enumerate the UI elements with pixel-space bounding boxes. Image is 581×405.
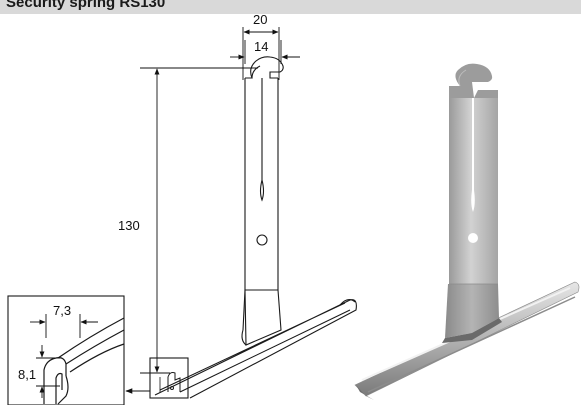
detail-marker-profile xyxy=(167,372,181,392)
dimension-14 xyxy=(230,40,300,64)
dimension-7-3-label: 7,3 xyxy=(53,303,71,318)
spring-hole xyxy=(256,234,268,246)
spring-foot xyxy=(244,289,282,346)
spring-hole-render xyxy=(468,233,478,243)
spring-head xyxy=(245,56,284,79)
spring-head-render xyxy=(449,63,498,98)
title-bar: Security spring RS130 xyxy=(0,0,581,14)
dimension-7-3 xyxy=(30,314,98,338)
spring-slot-render xyxy=(471,98,475,212)
spring-blade-outline xyxy=(242,78,279,331)
dimension-8-1 xyxy=(36,345,60,398)
spring-line-drawing xyxy=(154,56,357,399)
detail-inset-box xyxy=(7,295,125,405)
spring-render xyxy=(354,63,580,400)
dimension-130-label: 130 xyxy=(118,218,140,233)
spring-slot xyxy=(259,78,265,202)
dimension-14-label: 14 xyxy=(254,39,268,54)
dimension-20-label: 20 xyxy=(253,12,267,27)
dimension-20 xyxy=(242,27,280,80)
dimension-130 xyxy=(140,67,258,374)
product-title: Security spring RS130 xyxy=(6,0,166,11)
rail-line xyxy=(154,299,357,399)
detail-marker-box xyxy=(149,357,189,399)
dimension-8-1-label: 8,1 xyxy=(18,367,36,382)
spring-base-render xyxy=(445,284,499,338)
